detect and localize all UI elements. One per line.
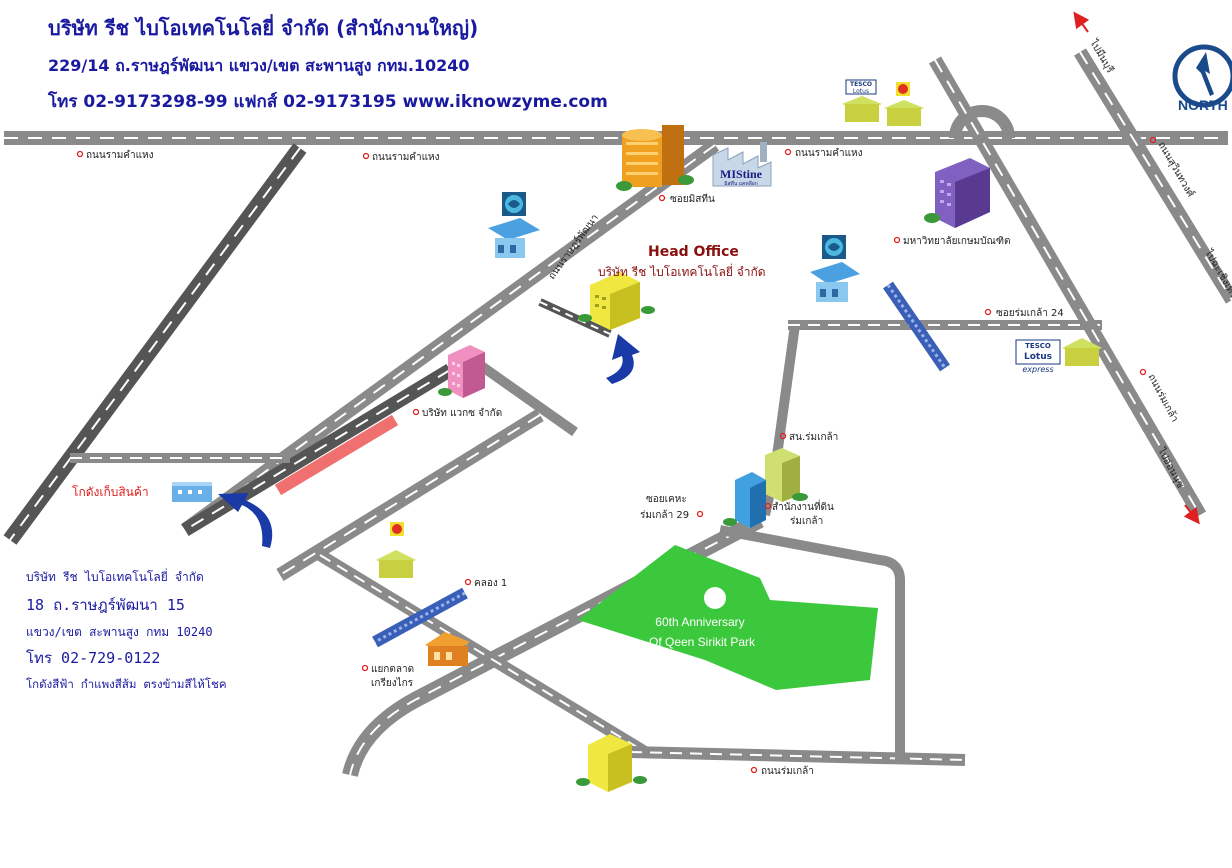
mistine-subtext: มิสทีน แคทลีอก — [724, 180, 758, 187]
to-onnut-arrow-icon — [1183, 504, 1200, 525]
lotus-logo-1: Lotus — [853, 88, 869, 95]
head-office-building-icon — [578, 272, 655, 330]
label-rat-phatthana: ถนนราษฎร์พัฒนา — [546, 212, 601, 282]
company-address: 229/14 ถ.ราษฎร์พัฒนา แขวง/เขต สะพานสูง ก… — [48, 56, 470, 75]
south-building-icon — [576, 734, 647, 792]
label-romklao-road-south: ถนนร่มเกล้า — [761, 765, 814, 777]
label-land-office-2: ร่มเกล้า — [790, 515, 823, 527]
tesco-lotus-express-icon: TESCO Lotus express — [1015, 338, 1102, 374]
police-station-building-icon — [765, 448, 808, 502]
market-shop-icon — [425, 632, 470, 666]
label-intersection-1: แยกตลาด — [371, 664, 414, 675]
road-khlong1 — [276, 409, 544, 581]
road-romklao-diagonal — [342, 512, 764, 778]
label-ramkhamhaeng-center: ถนนรามคำแหง — [372, 152, 440, 163]
rail-tracks — [372, 281, 950, 648]
company-header: บริษัท รีช ไบโอเทคโนโลยี่ จำกัด (สำนักงา… — [48, 16, 479, 40]
mistine-logo: MIStine — [720, 167, 763, 181]
label-kasem-bundit: มหาวิทยาลัยเกษมบัณฑิต — [903, 236, 1011, 247]
north-label: NORTH — [1178, 97, 1228, 113]
label-land-office: สำนักงานที่ดิน — [772, 499, 834, 513]
label-to-chachoengsao: ไปฉะเชิงเทรา — [1202, 247, 1232, 306]
road-suwinthawong — [1074, 48, 1232, 304]
road-romklao-east — [928, 56, 1207, 519]
warehouse-address-line-5: โกดังสีฟ้า กำแพงสีส้ม ตรงข้ามสีไห้โชค — [26, 677, 227, 691]
mistine-factory-icon: MIStine มิสทีน แคทลีอก — [712, 142, 772, 187]
label-intersection-2: เกรียงไกร — [371, 677, 414, 689]
label-romklao-road-east: ถนนร่มเกล้า — [1145, 372, 1180, 424]
orange-wall-marker — [274, 414, 399, 496]
label-ramkhamhaeng-west: ถนนรามคำแหง — [86, 150, 154, 161]
label-ramkhamhaeng-east: ถนนรามคำแหง — [795, 148, 863, 159]
road-vax — [477, 360, 578, 437]
road-romklao-south — [629, 746, 966, 766]
road-head-office-access — [538, 298, 612, 338]
label-soi-kheha-2: ร่มเกล้า 29 — [640, 509, 689, 521]
warehouse-arrow-icon — [218, 493, 273, 548]
label-police-romklao: สน.ร่มเกล้า — [789, 431, 838, 443]
seven-eleven-icon — [884, 82, 924, 126]
roundabout — [949, 105, 1015, 139]
warehouse-address-line-1: บริษัท รีช ไบโอเทคโนโลยี่ จำกัด — [26, 570, 204, 584]
lotus-logo-2: Lotus — [1024, 352, 1052, 362]
land-office-building-icon — [723, 472, 766, 528]
tesco-logo-2: TESCO — [1025, 342, 1051, 350]
label-head-office-en: Head Office — [648, 244, 739, 260]
road-expressway — [3, 143, 307, 545]
gas-station-2-icon — [810, 235, 860, 302]
queen-sirikit-park: 60th Anniversary Of Qeen Sirikit Park — [578, 545, 878, 690]
label-khlong1: คลอง 1 — [474, 578, 507, 589]
warehouse-address-line-3: แขวง/เขต สะพานสูง กทม 10240 — [26, 625, 213, 639]
label-vax: บริษัท แวกซ จำกัด — [422, 408, 502, 419]
label-soi-mistine: ซอยมิสทีน — [670, 193, 715, 205]
university-building-icon — [924, 158, 990, 228]
north-compass-icon — [1172, 44, 1232, 108]
orange-tower-icon — [616, 125, 694, 191]
warehouse-address-box: บริษัท รีช ไบโอเทคโนโลยี่ จำกัด 18 ถ.ราษ… — [26, 566, 274, 706]
road-cross-south — [316, 549, 649, 758]
gas-station-icon — [488, 192, 540, 258]
company-contact: โทร 02-9173298-99 แฟกส์ 02-9173195 www.i… — [48, 92, 608, 112]
head-office-arrow-icon — [606, 334, 640, 384]
park-label-1: 60th Anniversary — [655, 615, 744, 629]
express-logo: express — [1022, 365, 1053, 374]
to-minburi-arrow-icon — [1073, 11, 1090, 33]
warehouse-address-line-4: โทร 02-729-0122 — [26, 649, 161, 667]
road-rat-phatthana — [180, 139, 720, 536]
park-label-2: Of Qeen Sirikit Park — [649, 635, 756, 649]
label-warehouse: โกดังเก็บสินค้า — [72, 484, 149, 499]
label-soi-kheha: ซอยเคหะ — [646, 494, 687, 505]
vax-building-icon — [438, 345, 485, 398]
road-park-east — [719, 525, 905, 760]
warehouse-icon — [172, 482, 212, 502]
seven-eleven-2-icon — [376, 522, 416, 578]
label-soi-romklao-24: ซอยร่มเกล้า 24 — [996, 307, 1064, 319]
warehouse-address-line-2: 18 ถ.ราษฎร์พัฒนา 15 — [26, 596, 185, 614]
tesco-logo-1: TESCO — [850, 81, 872, 88]
label-head-office-th: บริษัท รีช ไบโอเทคโนโลยี่ จำกัด — [598, 263, 766, 279]
tesco-lotus-icon: TESCO Lotus — [842, 79, 882, 122]
roads — [3, 48, 1232, 778]
